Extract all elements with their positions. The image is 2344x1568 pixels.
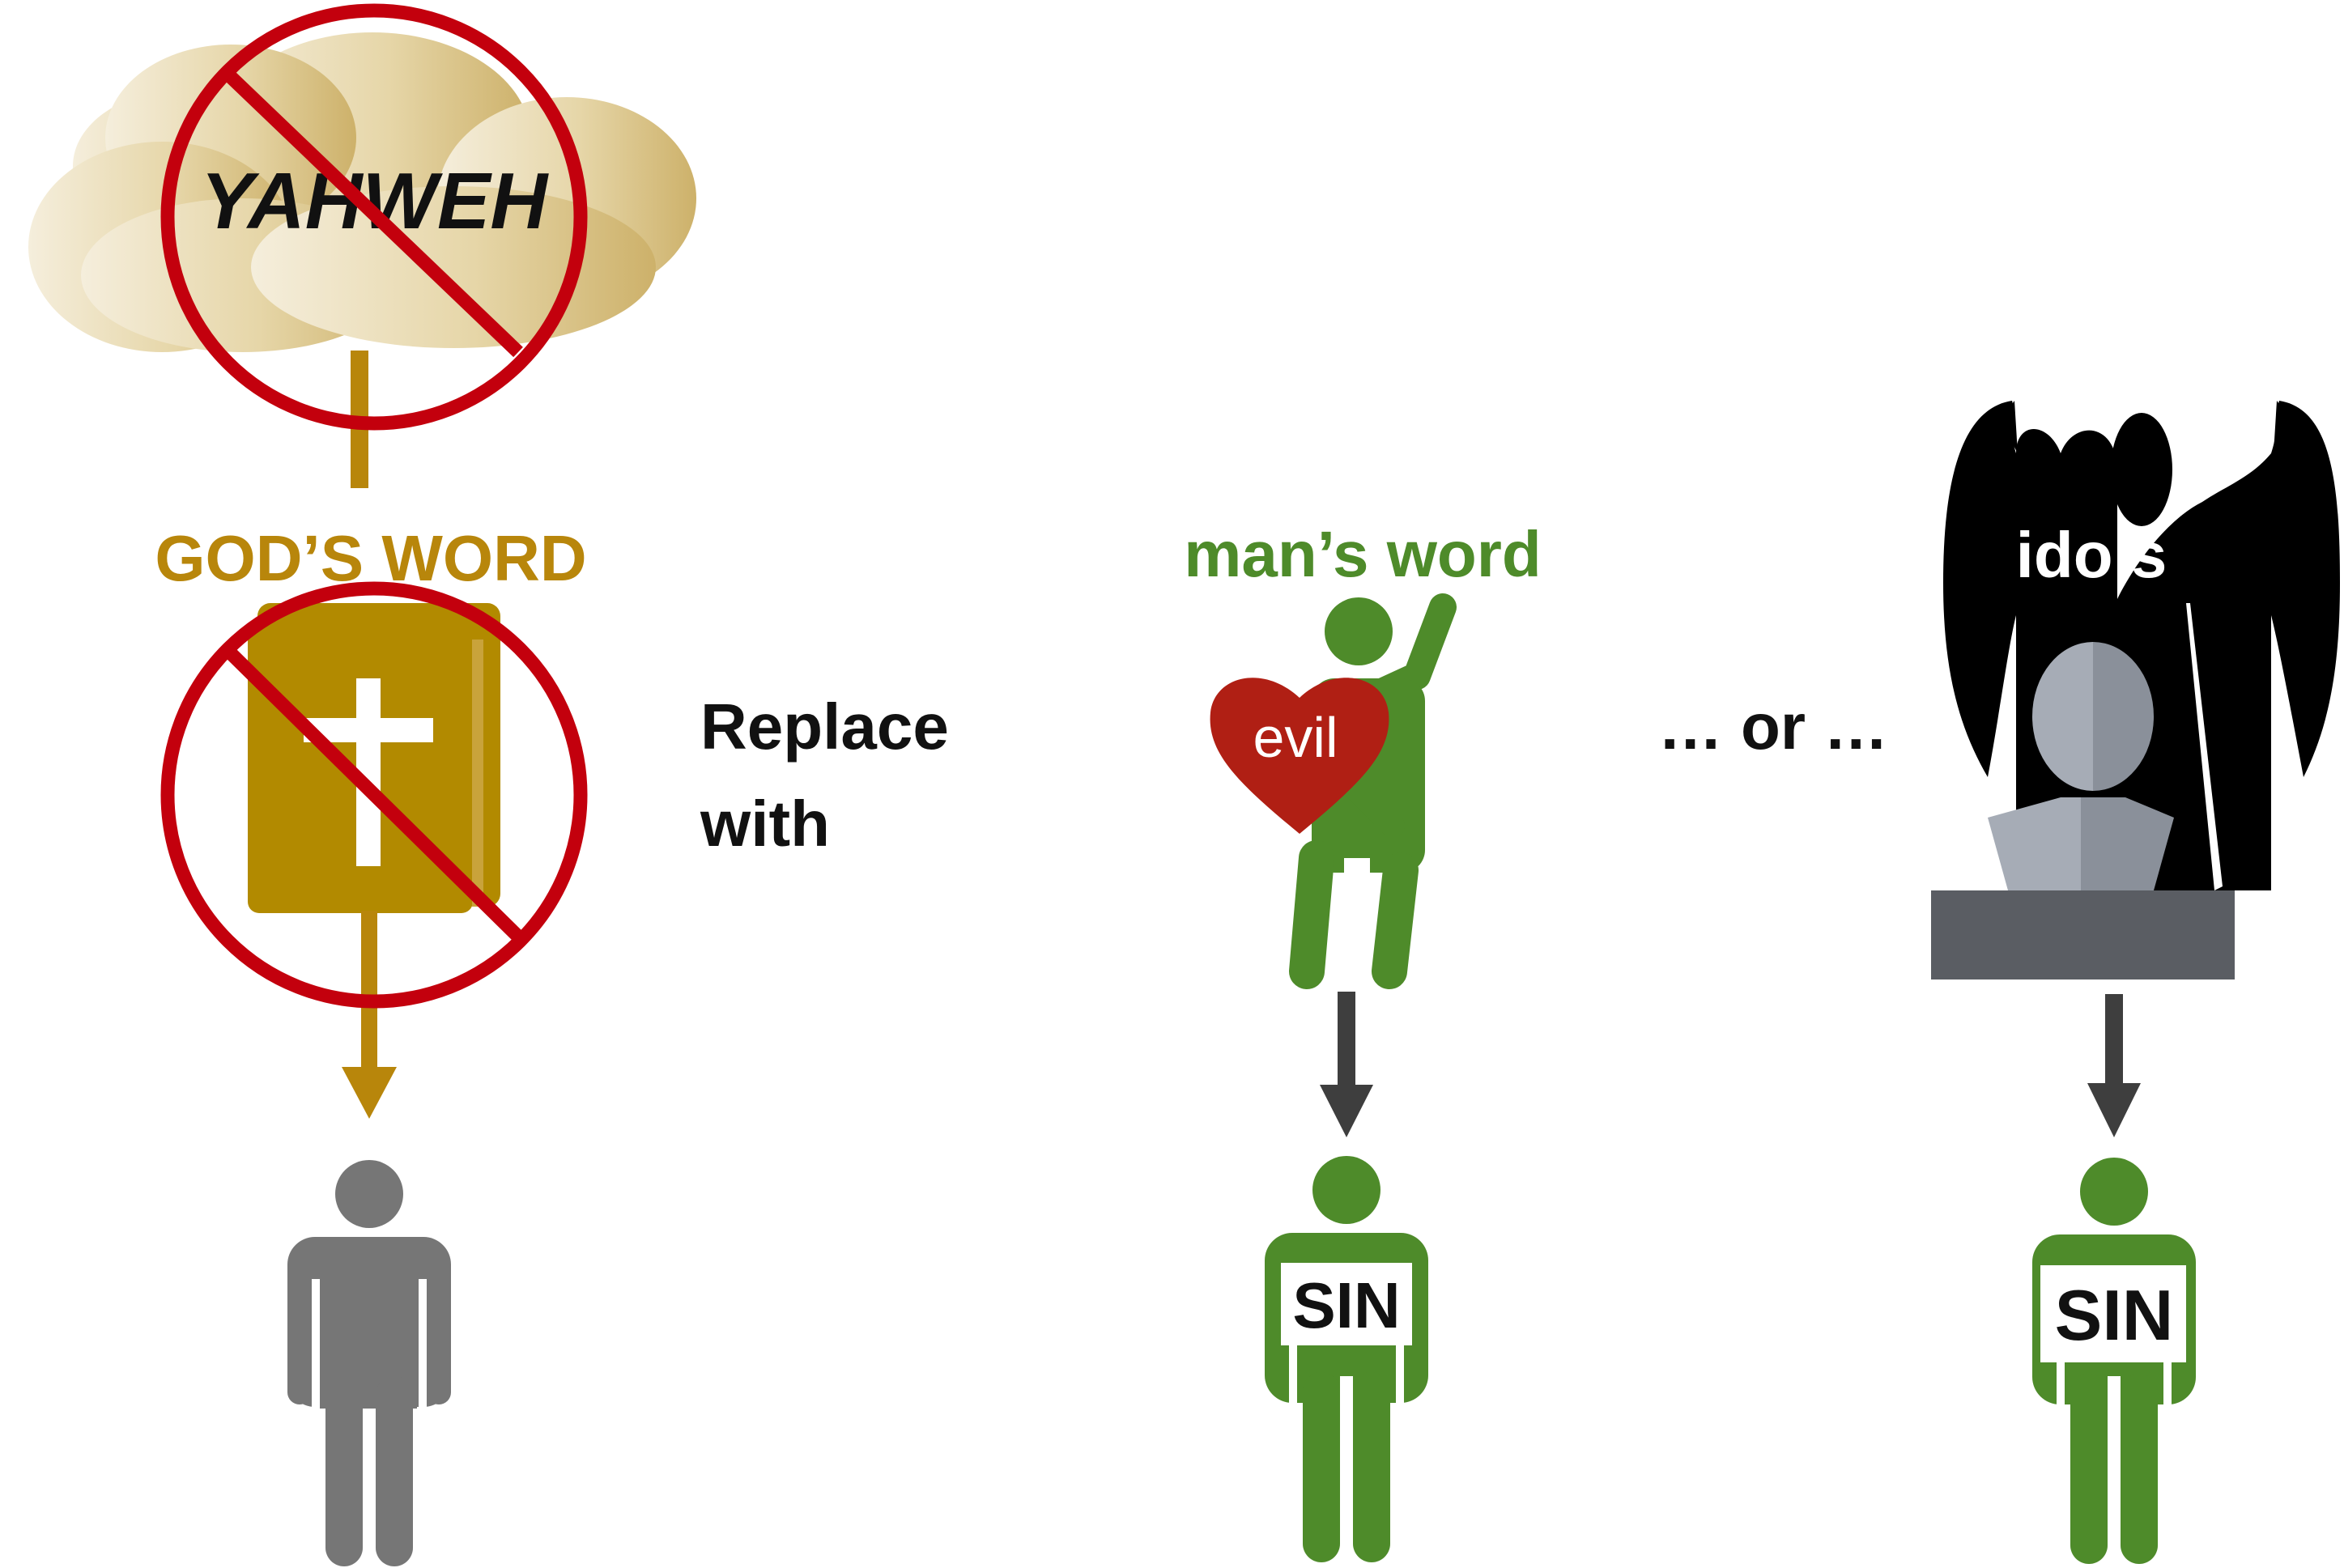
sin-label-right: SIN xyxy=(2055,1275,2174,1355)
or-label: … or … xyxy=(1658,691,1888,763)
sin-sign-right: SIN xyxy=(2040,1265,2186,1362)
yahweh-label: YAHWEH xyxy=(201,156,549,245)
person-gap xyxy=(2108,1376,2121,1568)
bible-icon xyxy=(248,603,500,915)
person-gap xyxy=(1344,858,1370,979)
gold-down-arrow xyxy=(342,911,397,1119)
dark-down-arrow-right xyxy=(2087,994,2141,1137)
prohibition-sign-yahweh xyxy=(160,3,588,431)
person-icon-gray xyxy=(287,1160,451,1566)
sin-sign-middle: SIN xyxy=(1281,1263,1412,1345)
pedestal xyxy=(1931,890,2235,979)
yahweh-cloud: YAHWEH xyxy=(28,32,696,352)
person-gap xyxy=(312,1279,320,1409)
person-gap xyxy=(1340,1376,1353,1568)
idols-label: idols xyxy=(2016,519,2167,591)
person-gap xyxy=(419,1279,427,1409)
person-holding-heart: evil xyxy=(1210,593,1457,989)
dark-down-arrow-middle xyxy=(1320,992,1373,1137)
replace-label: Replace xyxy=(700,691,949,763)
evil-label: evil xyxy=(1253,706,1338,769)
idol-staff-gap xyxy=(2186,603,2223,890)
with-label: with xyxy=(700,788,830,860)
prohibition-sign-bible xyxy=(160,581,588,1009)
mans-word-label: man’s word xyxy=(1184,518,1542,590)
sin-label-middle: SIN xyxy=(1292,1269,1400,1341)
heart-icon: evil xyxy=(1210,678,1389,834)
bust-statue-icon xyxy=(1931,642,2235,979)
